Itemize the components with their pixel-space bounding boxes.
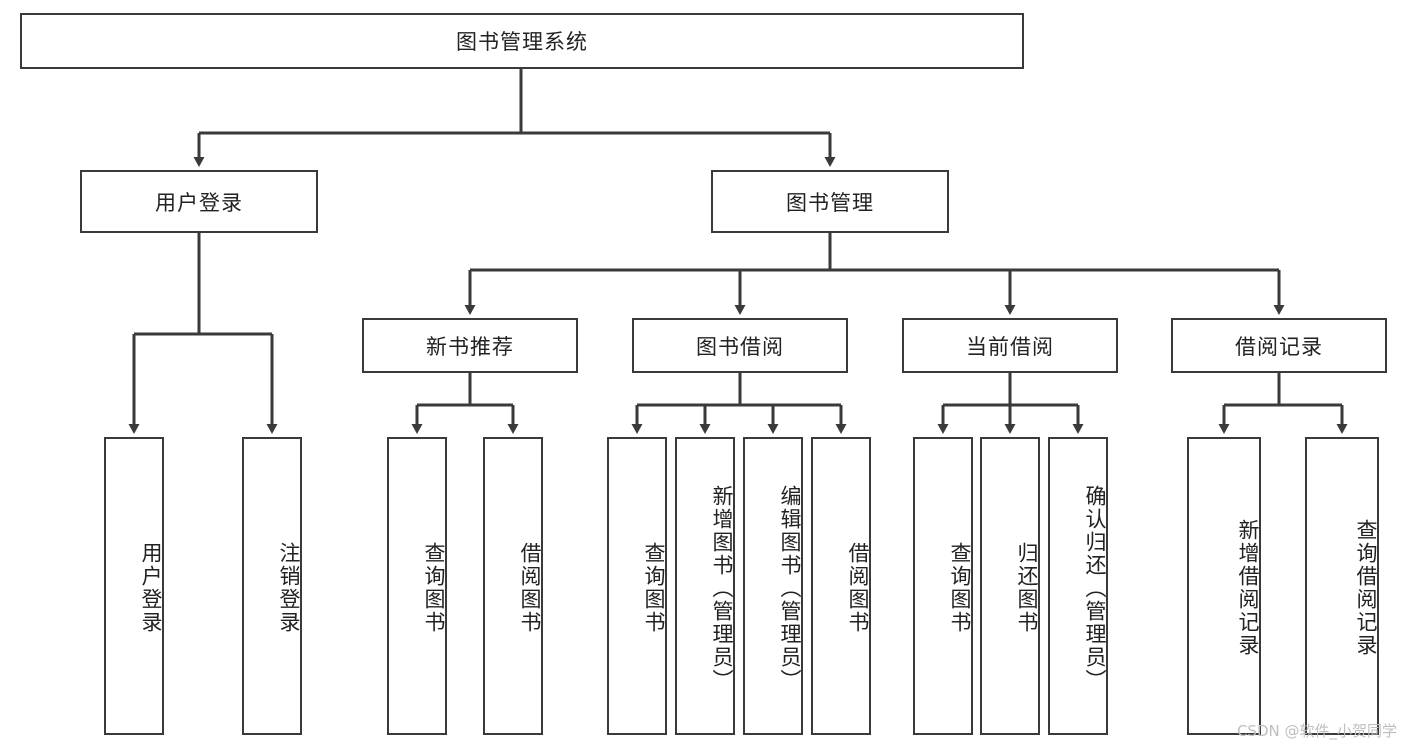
node-label: 查询图书 [422, 542, 446, 634]
node-label: 查询图书 [642, 542, 666, 634]
leaf-user-login-logout[interactable]: 注销登录 [242, 437, 302, 735]
node-current-borrow[interactable]: 当前借阅 [902, 318, 1118, 373]
node-label: 用户登录 [155, 190, 243, 215]
node-label: 新增图书（管理员） [710, 484, 734, 692]
leaf-new-book-borrow-book[interactable]: 借阅图书 [483, 437, 543, 735]
leaf-user-login-login[interactable]: 用户登录 [104, 437, 164, 735]
node-label: 新增借阅记录 [1236, 519, 1260, 657]
node-label: 归还图书 [1015, 542, 1039, 634]
node-borrow-record[interactable]: 借阅记录 [1171, 318, 1387, 373]
node-root-book-management-system[interactable]: 图书管理系统 [20, 13, 1024, 69]
node-label: 查询图书 [948, 542, 972, 634]
node-user-login[interactable]: 用户登录 [80, 170, 318, 233]
leaf-current-borrow-query-book[interactable]: 查询图书 [913, 437, 973, 735]
leaf-current-borrow-return-book[interactable]: 归还图书 [980, 437, 1040, 735]
node-label: 借阅记录 [1235, 334, 1323, 359]
leaf-book-borrow-edit-book-admin[interactable]: 编辑图书（管理员） [743, 437, 803, 735]
leaf-book-borrow-add-book-admin[interactable]: 新增图书（管理员） [675, 437, 735, 735]
node-label: 图书借阅 [696, 334, 784, 359]
node-label: 注销登录 [277, 542, 301, 634]
leaf-book-borrow-query-book[interactable]: 查询图书 [607, 437, 667, 735]
node-book-management[interactable]: 图书管理 [711, 170, 949, 233]
leaf-borrow-record-add-record[interactable]: 新增借阅记录 [1187, 437, 1261, 735]
node-label: 借阅图书 [846, 542, 870, 634]
node-label: 图书管理系统 [456, 30, 588, 54]
node-label: 用户登录 [139, 542, 163, 634]
leaf-book-borrow-borrow-book[interactable]: 借阅图书 [811, 437, 871, 735]
leaf-borrow-record-query-record[interactable]: 查询借阅记录 [1305, 437, 1379, 735]
csdn-watermark: CSDN @软件_小贺同学 [1236, 722, 1397, 740]
node-label: 查询借阅记录 [1354, 519, 1378, 657]
node-book-borrow[interactable]: 图书借阅 [632, 318, 848, 373]
node-label: 确认归还（管理员） [1083, 484, 1107, 692]
leaf-new-book-query-book[interactable]: 查询图书 [387, 437, 447, 735]
node-label: 图书管理 [786, 190, 874, 215]
leaf-current-borrow-confirm-return-admin[interactable]: 确认归还（管理员） [1048, 437, 1108, 735]
node-label: 借阅图书 [518, 542, 542, 634]
node-new-book-recommend[interactable]: 新书推荐 [362, 318, 578, 373]
node-label: 当前借阅 [966, 334, 1054, 359]
node-label: 新书推荐 [426, 334, 514, 359]
node-label: 编辑图书（管理员） [778, 484, 802, 692]
